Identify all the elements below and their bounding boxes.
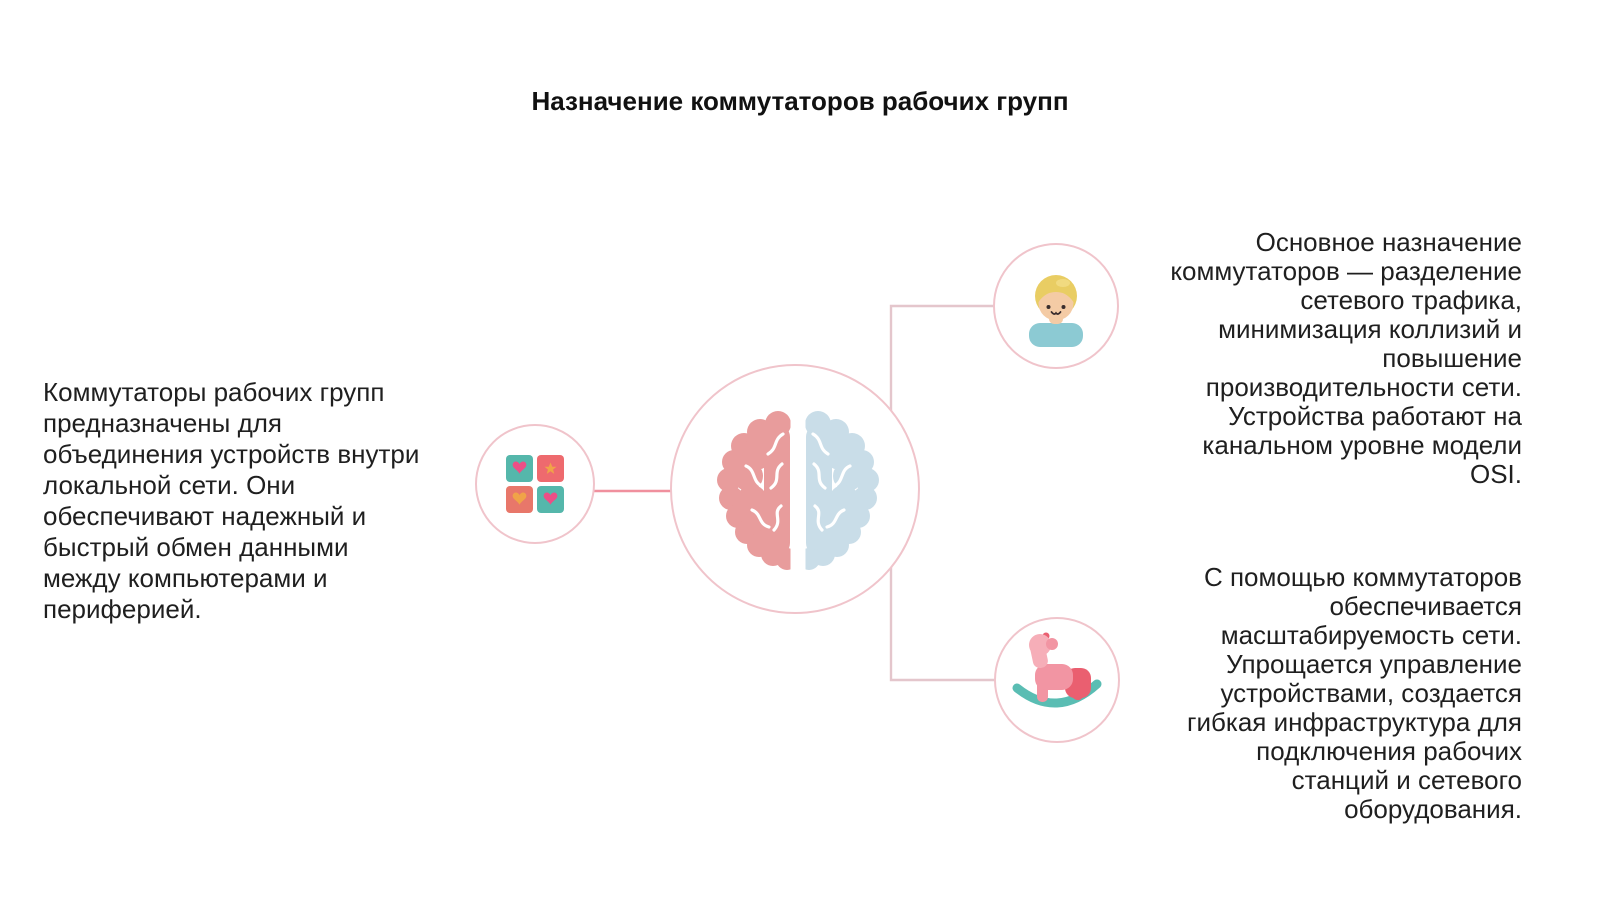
brain-fold-lines	[744, 432, 852, 532]
brain-icon	[717, 408, 879, 573]
brain-left-hemisphere	[717, 411, 798, 570]
right-bottom-description-text: С помощью коммутаторов обеспечивается ма…	[1186, 562, 1522, 824]
left-description-text: Коммутаторы рабочих групп предназначены …	[43, 377, 420, 624]
child-avatar-icon	[1029, 275, 1083, 347]
right-top-description-text: Основное назначение коммутаторов — разде…	[1170, 227, 1522, 489]
rocking-horse-icon	[1012, 632, 1102, 708]
matching-cards-icon	[506, 455, 564, 513]
brain-center-gap	[790, 408, 806, 573]
cards-node-circle	[475, 424, 595, 544]
hair-highlight	[1056, 279, 1070, 287]
page-title: Назначение коммутаторов рабочих групп	[531, 86, 1069, 116]
